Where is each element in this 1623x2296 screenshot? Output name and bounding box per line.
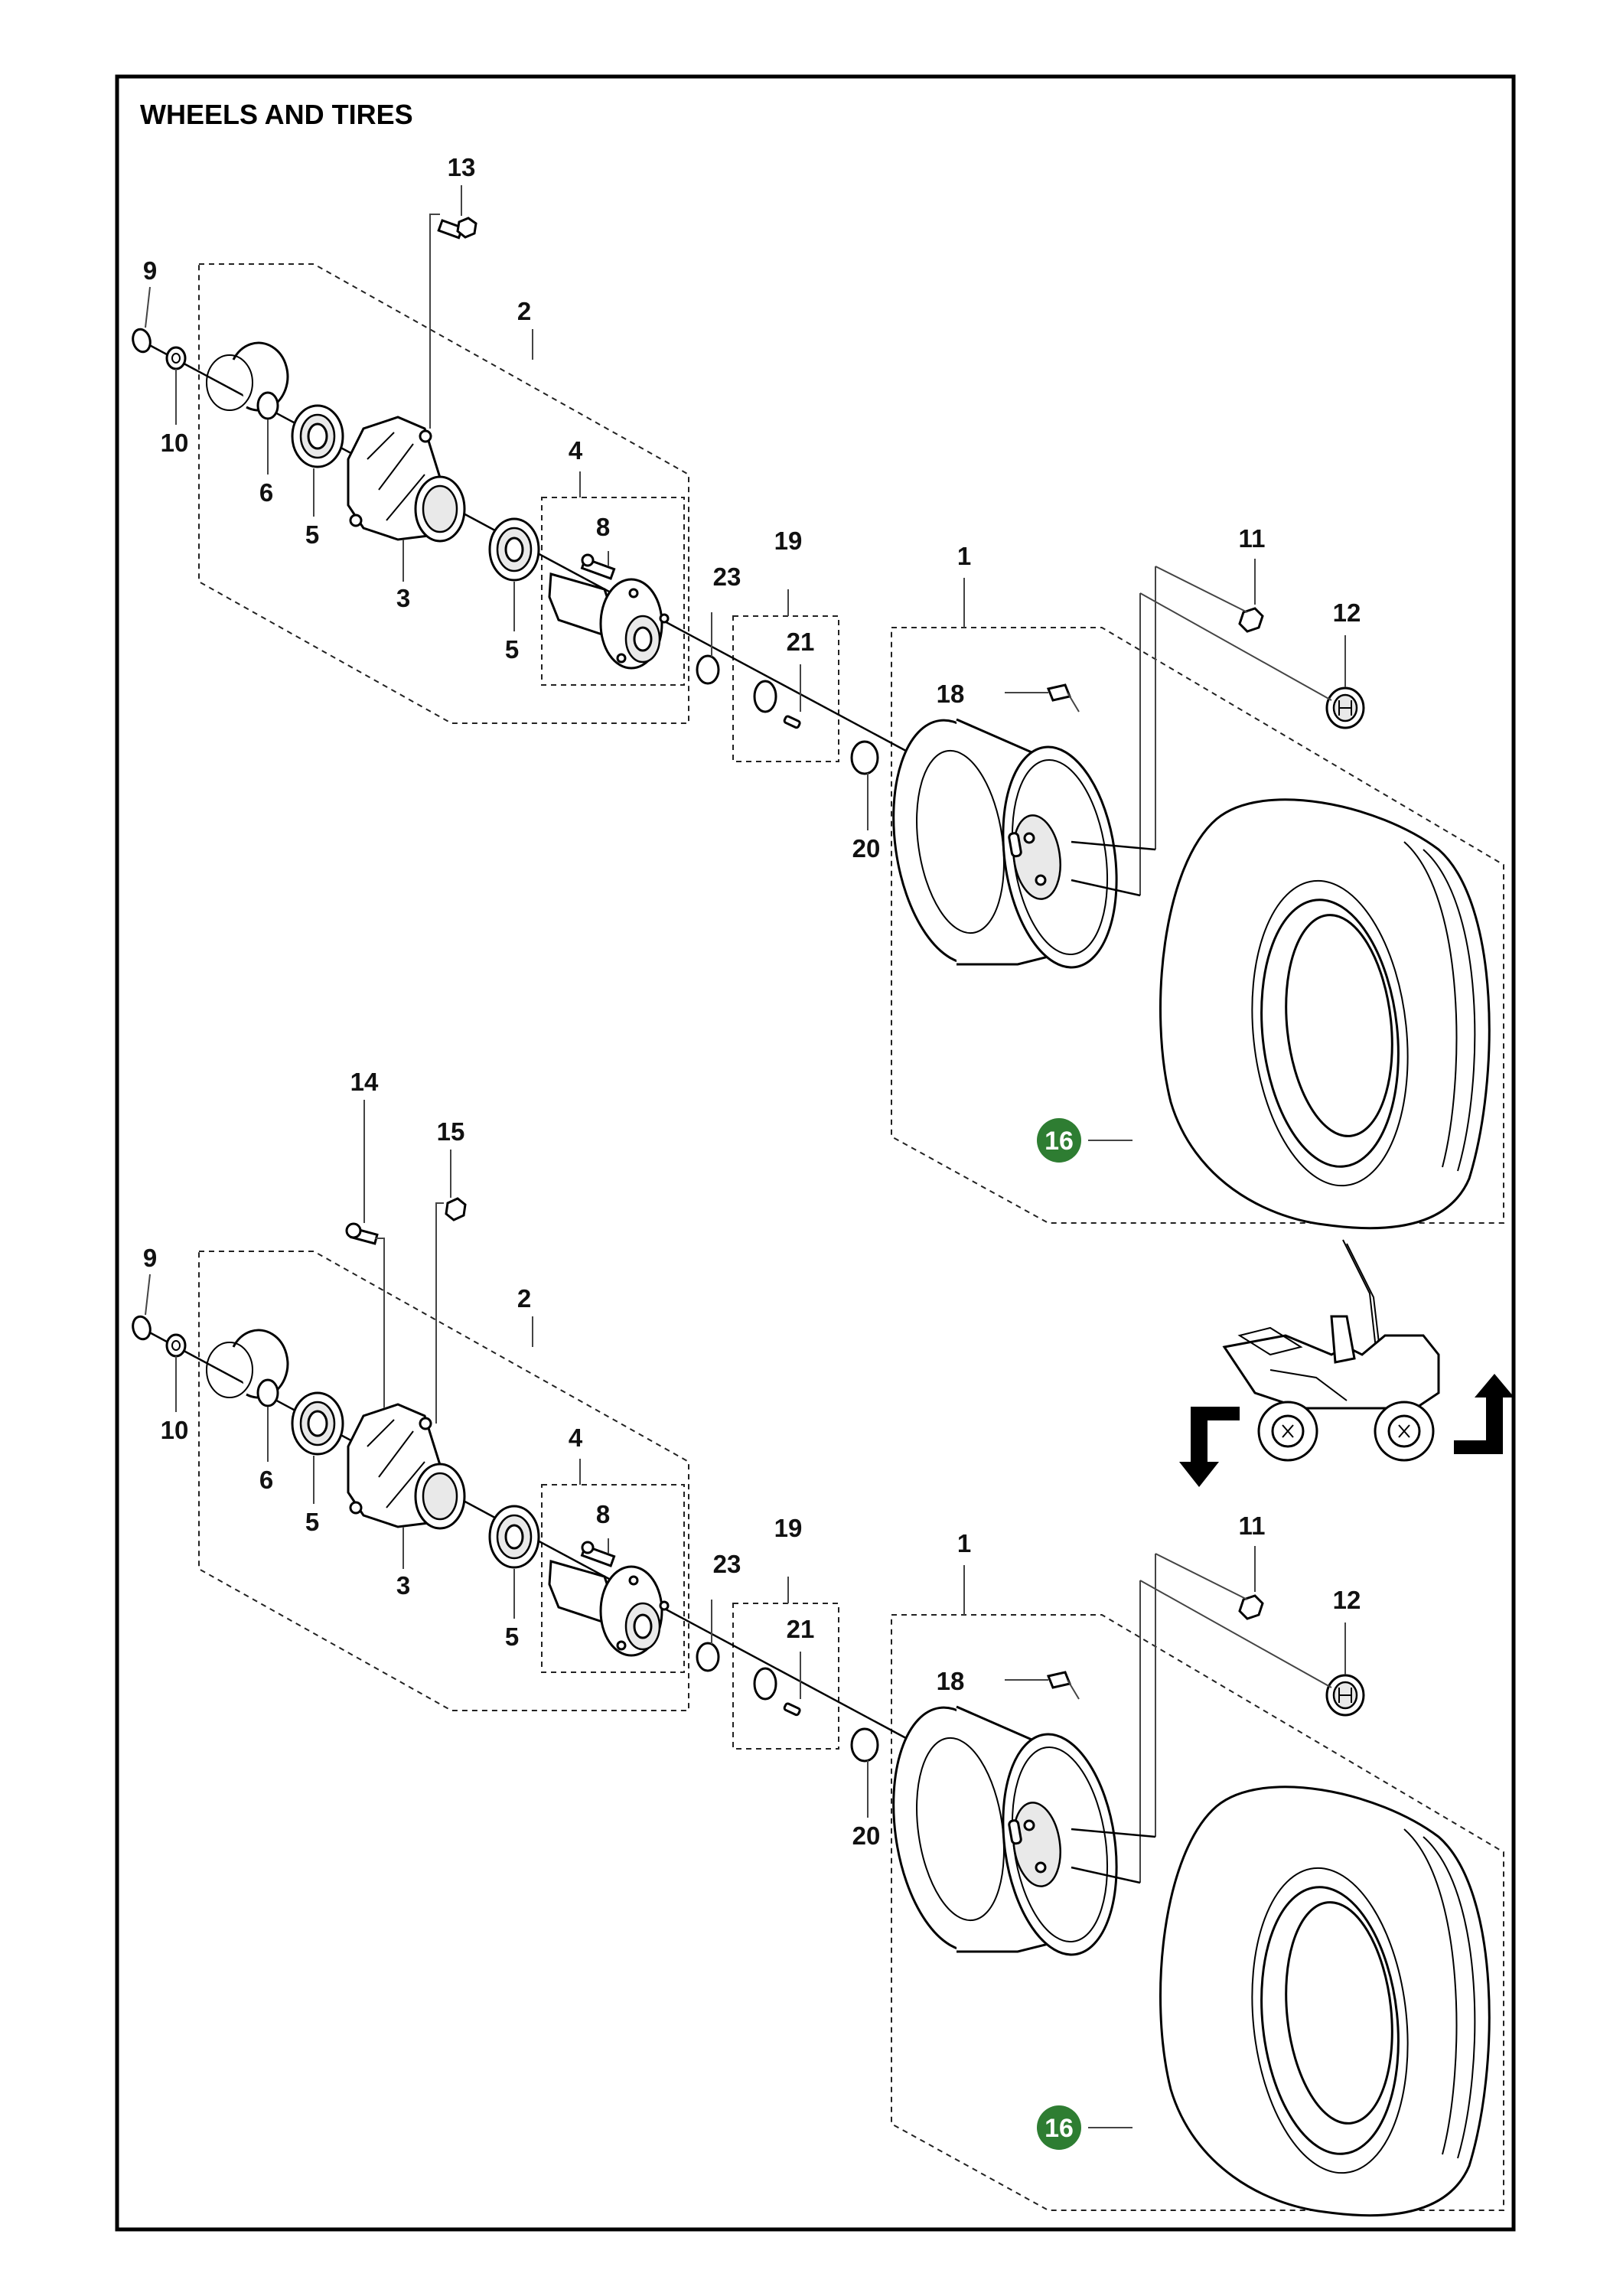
callout-12: 12 bbox=[1333, 1586, 1361, 1614]
callout-5a: 5 bbox=[305, 520, 319, 549]
callout-15: 15 bbox=[437, 1117, 465, 1146]
page-frame bbox=[115, 74, 1516, 2232]
callout-4: 4 bbox=[569, 436, 583, 465]
callout-11: 11 bbox=[1239, 524, 1266, 553]
callout-2: 2 bbox=[517, 1284, 531, 1313]
highlight-badge-16 bbox=[1037, 2105, 1081, 2150]
callout-11: 11 bbox=[1239, 1512, 1266, 1540]
callout-1: 1 bbox=[957, 542, 971, 570]
callout-21: 21 bbox=[787, 1615, 815, 1643]
callout-6: 6 bbox=[259, 1466, 273, 1494]
callout-20: 20 bbox=[852, 1821, 881, 1850]
arrow-down-left-icon bbox=[1179, 1407, 1240, 1487]
callout-19: 19 bbox=[774, 527, 803, 555]
callout-14: 14 bbox=[350, 1068, 379, 1096]
callout-16: 16 bbox=[1045, 2114, 1074, 2143]
nut-15 bbox=[435, 1197, 467, 1424]
callout-10: 10 bbox=[161, 429, 189, 457]
callout-19: 19 bbox=[774, 1514, 803, 1542]
callout-21: 21 bbox=[787, 628, 815, 656]
callout-12: 12 bbox=[1333, 598, 1361, 627]
callout-20: 20 bbox=[852, 834, 881, 863]
callout-13: 13 bbox=[448, 153, 476, 181]
callout-9: 9 bbox=[143, 256, 157, 285]
bolt-14 bbox=[345, 1222, 385, 1408]
callout-5b: 5 bbox=[505, 635, 519, 664]
mower-location-icon bbox=[1222, 1239, 1440, 1462]
page-title: WHEELS AND TIRES bbox=[140, 99, 413, 130]
callout-8: 8 bbox=[596, 1500, 610, 1528]
highlight-badge-16 bbox=[1037, 1118, 1081, 1163]
callout-1: 1 bbox=[957, 1529, 971, 1557]
upper-assembly: 13 9 2 10 6 5 4 8 3 5 23 19 21 1 11 12 1… bbox=[129, 153, 1505, 1230]
callout-10: 10 bbox=[161, 1416, 189, 1444]
callout-9: 9 bbox=[143, 1244, 157, 1272]
callout-8: 8 bbox=[596, 513, 610, 541]
callout-16: 16 bbox=[1045, 1127, 1074, 1156]
callout-23: 23 bbox=[713, 1550, 741, 1578]
bolt-13 bbox=[429, 214, 477, 429]
callout-23: 23 bbox=[713, 563, 741, 591]
callout-18: 18 bbox=[937, 680, 965, 708]
callout-18: 18 bbox=[937, 1667, 965, 1695]
callout-2: 2 bbox=[517, 297, 531, 325]
callout-5a: 5 bbox=[305, 1508, 319, 1536]
arrow-up-right-icon bbox=[1454, 1374, 1514, 1454]
callout-5b: 5 bbox=[505, 1623, 519, 1651]
lower-assembly: 14 15 9 2 10 6 5 4 8 3 5 23 19 21 1 11 1… bbox=[129, 1068, 1505, 2217]
callout-6: 6 bbox=[259, 478, 273, 507]
callout-4: 4 bbox=[569, 1424, 583, 1452]
callout-3: 3 bbox=[396, 1571, 410, 1600]
callout-3: 3 bbox=[396, 584, 410, 612]
